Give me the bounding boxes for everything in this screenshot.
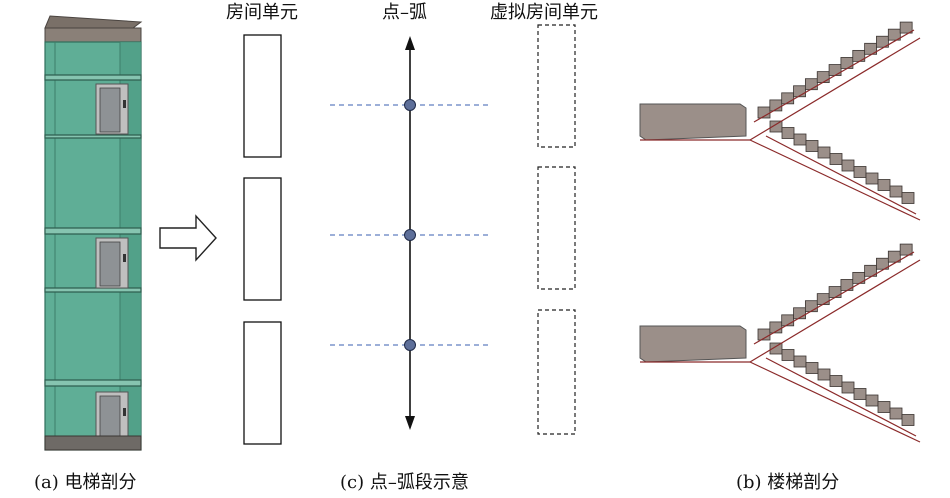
lower-flight-step (829, 153, 843, 165)
floor-slabs (44, 74, 142, 387)
caption-stairs: (b) 楼梯剖分 (736, 472, 840, 493)
lower-flight-step (817, 368, 831, 381)
upper-flight-step (876, 257, 889, 270)
virtual-room-unit-column (537, 24, 576, 435)
elevator-door-2 (95, 237, 129, 289)
virtual-room-unit-label: 虚拟房间单元 (490, 2, 598, 23)
upper-flight-step (887, 250, 901, 263)
axis-arrow-down (405, 416, 415, 430)
nodes (404, 99, 416, 351)
lower-flight-step (853, 388, 867, 400)
caption-elevator: (a) 电梯剖分 (34, 472, 137, 493)
upper-flight-step (876, 35, 889, 48)
lower-flight-step (889, 407, 903, 420)
lower-flight-step (865, 394, 879, 407)
upper-flight-underside (749, 37, 921, 141)
circle-node-icon (404, 99, 416, 111)
upper-flight-step (816, 71, 830, 84)
stairs (639, 21, 921, 443)
room-unit-1 (243, 34, 282, 158)
lower-flight-step (841, 159, 855, 172)
caption-point-arc-segment: (c) 点–弧段示意 (340, 472, 469, 493)
lower-flight-step (781, 349, 795, 361)
stair-landing (639, 325, 747, 363)
lower-flight-stringer (765, 357, 917, 437)
lower-flight-step (817, 146, 831, 159)
upper-flight-step (828, 64, 842, 76)
lower-flight-step (901, 192, 915, 204)
lower-flight-step (853, 166, 867, 178)
upper-flight-underside (749, 259, 921, 363)
elevator-shaft (44, 15, 143, 451)
point-arc-label: 点–弧 (382, 2, 427, 23)
lower-flight-step (793, 133, 807, 146)
circle-node-icon (404, 339, 416, 351)
upper-flight-stringer (753, 29, 915, 123)
lower-flight-step (889, 185, 903, 198)
upper-flight-step (804, 78, 818, 91)
elevator-door-3 (95, 391, 129, 445)
upper-flight-step (781, 92, 795, 105)
circle-node-icon (404, 229, 416, 241)
elevator-cap (44, 15, 143, 29)
upper-flight-step (828, 286, 842, 298)
elevator-door-1 (95, 83, 129, 135)
upper-flight-step (793, 307, 806, 320)
hollow-right-arrow-icon (159, 214, 217, 262)
elevator-base (44, 435, 142, 451)
lower-flight-step (805, 362, 819, 374)
lower-flight-stringer (765, 135, 917, 215)
lower-flight-step (769, 120, 783, 133)
lower-flight-underside (749, 139, 921, 221)
lower-flight-step (781, 127, 795, 139)
upper-flight-stringer (753, 251, 915, 345)
room-unit-column (243, 34, 282, 445)
lower-flight-underside (749, 361, 921, 443)
upper-flight-step (804, 300, 818, 313)
lower-flight-step (901, 414, 915, 426)
upper-flight-step (899, 21, 913, 34)
lower-flight-step (829, 375, 843, 387)
room-unit-3 (243, 321, 282, 445)
room-unit-label: 房间单元 (226, 2, 298, 23)
elevator-cap-front (44, 27, 142, 43)
axis-arrow-up (405, 36, 415, 50)
lower-flight-step (877, 179, 891, 191)
lower-flight-step (769, 342, 783, 355)
lower-flight-step (865, 172, 879, 185)
virtual-room-unit-1 (537, 24, 576, 148)
upper-flight-step (887, 28, 901, 41)
virtual-room-unit-3 (537, 309, 576, 435)
upper-flight-step (793, 85, 806, 98)
lower-flight-step (877, 401, 891, 413)
elevator-glass-side (120, 42, 141, 450)
room-unit-2 (243, 177, 282, 301)
lower-flight-step (793, 355, 807, 368)
lower-flight-step (841, 381, 855, 394)
virtual-room-unit-2 (537, 166, 576, 290)
upper-flight-step (816, 293, 830, 306)
upper-flight-step (781, 314, 795, 327)
lower-flight-step (805, 140, 819, 152)
stair-landing (639, 103, 747, 141)
upper-flight-step (899, 243, 913, 256)
